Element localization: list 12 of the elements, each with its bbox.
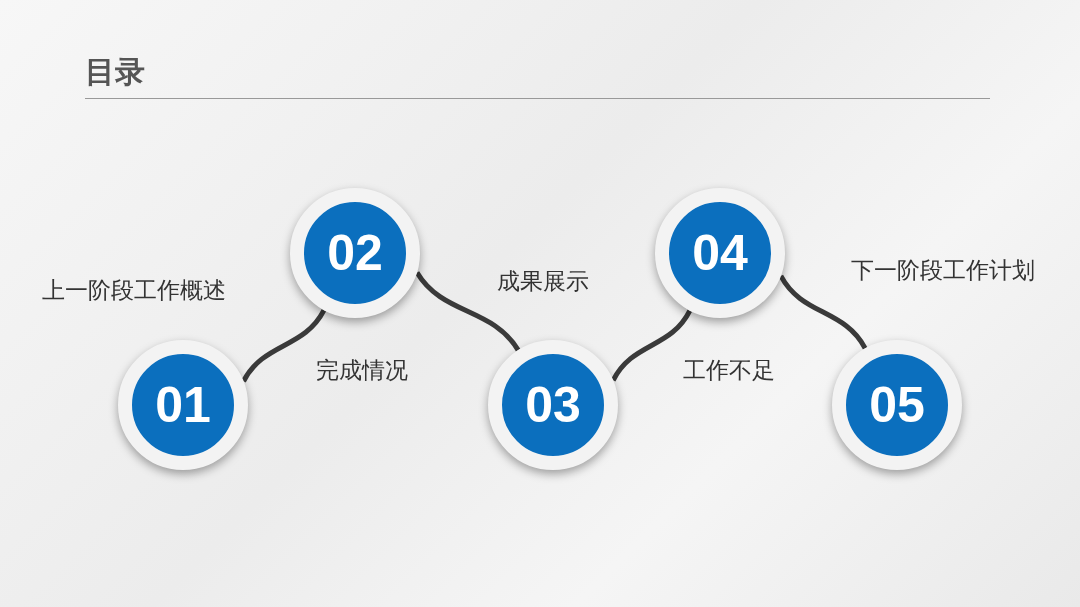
section-label: 完成情况 <box>316 356 408 385</box>
section-label: 工作不足 <box>683 356 775 385</box>
section-label: 下一阶段工作计划 <box>851 256 1035 285</box>
connector-line <box>611 309 692 382</box>
number-circle: 01 <box>118 340 248 470</box>
number-circle: 02 <box>290 188 420 318</box>
connector-line <box>778 274 868 350</box>
section-label: 成果展示 <box>497 267 589 296</box>
connector-line <box>241 308 327 383</box>
title: 目录 <box>85 53 145 91</box>
connector-line <box>414 271 521 352</box>
section-label: 上一阶段工作概述 <box>42 276 226 305</box>
